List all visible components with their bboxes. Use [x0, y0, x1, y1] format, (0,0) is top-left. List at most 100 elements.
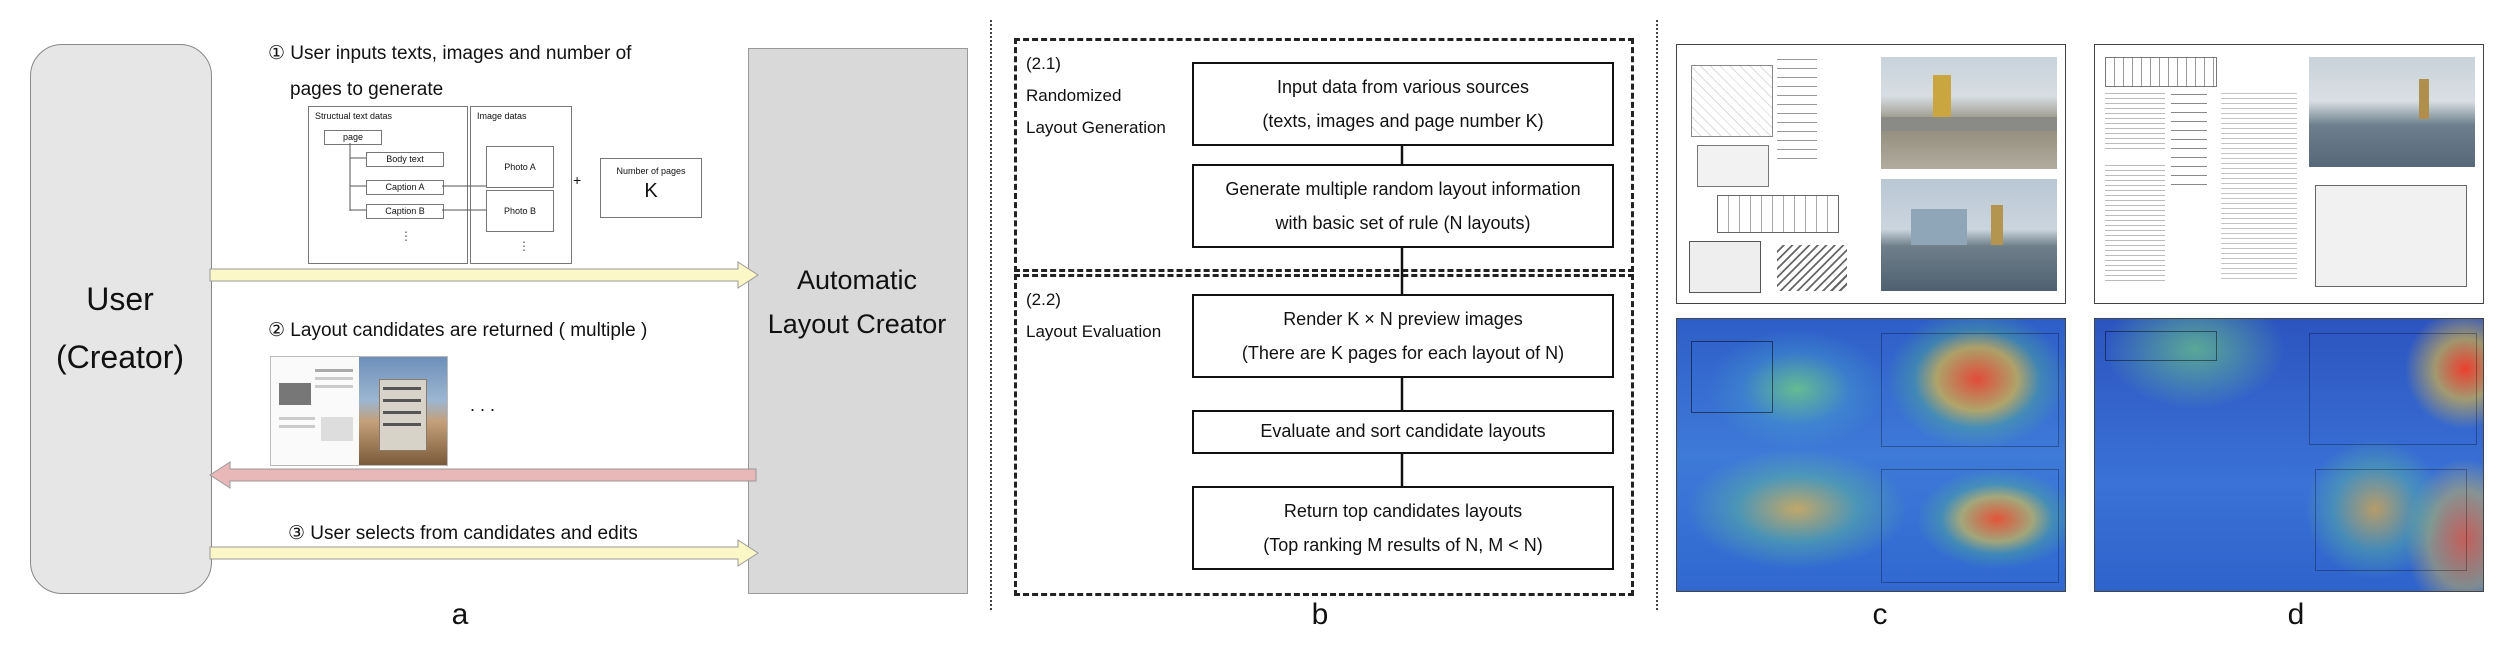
photo-riverside [1881, 179, 2057, 291]
num-pages-value: K [644, 180, 658, 202]
box4-line1: Evaluate and sort candidate layouts [1260, 421, 1546, 441]
automatic-layout-creator-box [748, 48, 968, 594]
page-node-label: page [342, 132, 364, 142]
image-more-dots: ⋮ [518, 239, 530, 253]
label-a: a [451, 598, 469, 631]
panel-c-layout [1676, 44, 2066, 304]
box2-line2: with basic set of rule (N layouts) [1275, 213, 1531, 233]
drawing-site-plan [1691, 65, 1773, 137]
d-text-column-3 [2221, 93, 2297, 283]
caption-a-node: Caption A [366, 180, 444, 195]
user-box [30, 44, 212, 594]
body-text-node: Body text [366, 152, 444, 167]
heatmap-overlay-c [1677, 319, 2065, 591]
step3-label: ③ User selects from candidates and edits [288, 523, 638, 544]
structual-title: Structual text datas [315, 111, 393, 121]
panel-label-c: c [1850, 598, 1910, 632]
photo-town-square [1881, 57, 2057, 169]
caption-a-label: Caption A [385, 182, 425, 192]
box1-line2: (texts, images and page number K) [1262, 111, 1544, 131]
candidate-thumbnail [270, 356, 448, 466]
label-d: d [2287, 598, 2305, 631]
user-label-line1: User [86, 281, 154, 317]
flow-box-input-data: Input data from various sources (texts, … [1192, 62, 1614, 146]
panel-label-d: d [2266, 598, 2326, 632]
drawing-plan-1 [1697, 145, 1769, 187]
alc-label-line1: Automatic [796, 265, 918, 295]
box2-line1: Generate multiple random layout informat… [1225, 179, 1581, 199]
heatmap-c-drawing-1 [1691, 341, 1773, 413]
sec1-line2: Layout Generation [1026, 118, 1166, 137]
flow-box-generate-layouts: Generate multiple random layout informat… [1192, 164, 1614, 248]
panel-d-layout [2094, 44, 2484, 304]
d-text-column-2 [2105, 165, 2165, 285]
label-b: b [1311, 598, 1329, 631]
caption-b-label: Caption B [385, 206, 425, 216]
arrow-to-user [209, 461, 757, 489]
plus-sign: + [573, 172, 581, 188]
d-text-column-1 [2105, 93, 2165, 153]
data-tree-connectors: ⋮ ⋮ [349, 143, 530, 253]
box3-line1: Render K × N preview images [1283, 309, 1523, 329]
heatmap-d-drawing-1 [2105, 331, 2217, 361]
photo-a-label: Photo A [504, 162, 536, 172]
label-c: c [1872, 598, 1888, 631]
flow-box-return-top: Return top candidates layouts (Top ranki… [1192, 486, 1614, 570]
d-drawing-top [2105, 57, 2217, 87]
photo-b-label: Photo B [503, 206, 537, 216]
plus-label: + [573, 172, 582, 188]
drawing-detail [1777, 245, 1847, 291]
panel-label-b: b [1290, 598, 1350, 632]
photo-b-node: Photo B [486, 190, 554, 232]
panel-c-heatmap [1676, 318, 2066, 592]
tree-more-dots: ⋮ [400, 229, 412, 243]
d-drawing-plan [2315, 185, 2467, 287]
sec1-num: (2.1) [1026, 54, 1061, 73]
panel-label-a: a [430, 598, 490, 632]
thumbnail-text-page [271, 357, 359, 465]
panel-d-heatmap [2094, 318, 2484, 592]
sec1-line1: Randomized [1026, 86, 1122, 105]
number-of-pages-box: Number of pages K [600, 158, 702, 218]
photo-a-node: Photo A [486, 146, 554, 188]
drawing-plan-2 [1689, 241, 1761, 293]
heatmap-c-photo-1 [1881, 333, 2059, 447]
flow-connectors [1400, 144, 1404, 486]
body-text-label: Body text [386, 154, 424, 164]
user-label: User (Creator) [30, 270, 210, 386]
more-candidates-ellipsis: . . . [470, 395, 495, 416]
sec2-line1: Layout Evaluation [1026, 322, 1162, 341]
d-section [2171, 93, 2207, 193]
user-label-line2: (Creator) [55, 339, 184, 375]
heatmap-c-photo-2 [1881, 469, 2059, 583]
box1-line1: Input data from various sources [1276, 77, 1530, 97]
arrow-to-creator-3 [209, 539, 759, 567]
heatmap-d-plan [2315, 469, 2467, 571]
separator-bc [1656, 20, 1658, 610]
step2-label: ② Layout candidates are returned ( multi… [268, 320, 648, 341]
step2-text: ② Layout candidates are returned ( multi… [268, 313, 647, 349]
drawing-elevation [1717, 195, 1839, 233]
step1-line1: ① User inputs texts, images and number o… [268, 43, 632, 64]
section-2-1-frame [1014, 38, 1634, 272]
ellipsis-label: . . . [470, 395, 496, 415]
image-title: Image datas [477, 111, 527, 121]
automatic-layout-creator-label: Automatic Layout Creator [748, 258, 966, 346]
heatmap-overlay-d [2095, 319, 2483, 591]
arrow-to-creator-1 [209, 261, 759, 289]
page-node: page [324, 130, 382, 145]
section-2-1-label: (2.1) Randomized Layout Generation [1026, 48, 1166, 144]
alc-label-line2: Layout Creator [767, 309, 947, 339]
num-pages-title: Number of pages [616, 166, 686, 176]
step1-line2: pages to generate [290, 79, 444, 100]
heatmap-d-photo [2309, 333, 2477, 445]
thumbnail-photo-page [359, 357, 447, 465]
caption-b-node: Caption B [366, 204, 444, 219]
sec2-num: (2.2) [1026, 290, 1061, 309]
box5-line2: (Top ranking M results of N, M < N) [1263, 535, 1543, 555]
flow-box-render-previews: Render K × N preview images (There are K… [1192, 294, 1614, 378]
d-photo-river [2309, 57, 2475, 167]
step3-text: ③ User selects from candidates and edits [288, 516, 638, 552]
separator-ab [990, 20, 992, 610]
box5-line1: Return top candidates layouts [1283, 501, 1523, 521]
